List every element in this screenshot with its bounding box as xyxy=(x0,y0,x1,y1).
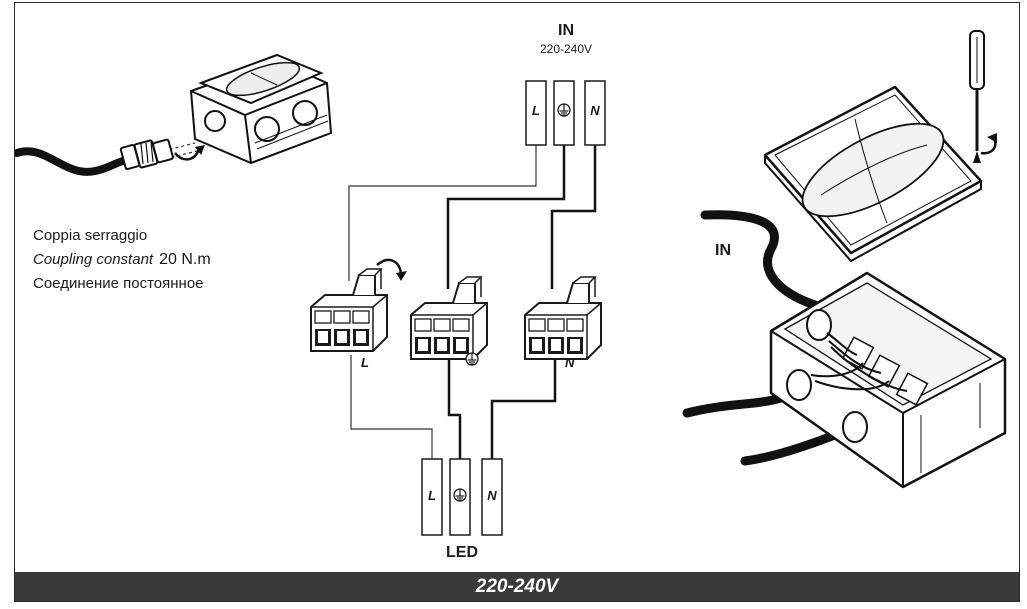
led-terminal-l-label: L xyxy=(428,488,436,503)
ground-symbol-icon xyxy=(557,103,571,117)
connector-neutral: N xyxy=(524,276,602,370)
output-title: LED xyxy=(446,544,478,561)
torque-value: 20 N.m xyxy=(159,251,211,268)
torque-line-russian: Соединение постоянное xyxy=(33,275,204,292)
led-terminal-l xyxy=(421,458,443,536)
torque-line-italian: Coppia serraggio xyxy=(33,227,148,244)
torque-line-english: Coupling constant 20 N.m xyxy=(33,251,211,269)
box-in-label: IN xyxy=(715,242,731,259)
gland-icon xyxy=(119,138,174,170)
gland-box-illustration xyxy=(15,53,333,176)
rotate-arrow-icon xyxy=(174,148,201,161)
input-terminal-n xyxy=(584,80,606,146)
connector-neutral-label: N xyxy=(565,355,575,370)
input-terminal-block: IN 220-240V L N xyxy=(525,22,606,146)
torque-english-label: Coupling constant xyxy=(33,251,154,268)
input-terminal-l xyxy=(525,80,547,146)
led-terminal-n-label: N xyxy=(487,488,497,503)
connector-live: L xyxy=(310,258,407,370)
input-voltage: 220-240V xyxy=(540,42,592,56)
lid-illustration xyxy=(763,85,983,263)
diagram-canvas: IN 220-240V L N L N L xyxy=(15,22,1007,561)
input-terminal-l-label: L xyxy=(532,103,540,118)
connector-live-label: L xyxy=(361,355,369,370)
wiring-lines xyxy=(348,145,597,459)
led-terminal-block: L N LED xyxy=(421,458,503,561)
footer-voltage: 220-240V xyxy=(475,576,559,597)
wiring-diagram: IN 220-240V L N L N L xyxy=(14,2,1020,602)
open-junction-box-illustration: IN xyxy=(682,210,1007,489)
connector-ground xyxy=(410,276,488,366)
input-title: IN xyxy=(558,22,574,39)
ground-symbol-icon xyxy=(465,352,479,366)
screwdriver-icon xyxy=(969,30,997,163)
input-terminal-n-label: N xyxy=(590,103,600,118)
footer-voltage-bar: 220-240V xyxy=(15,572,1019,601)
ground-symbol-icon xyxy=(453,488,467,502)
rotate-arrow-icon xyxy=(376,258,403,274)
led-terminal-n xyxy=(481,458,503,536)
